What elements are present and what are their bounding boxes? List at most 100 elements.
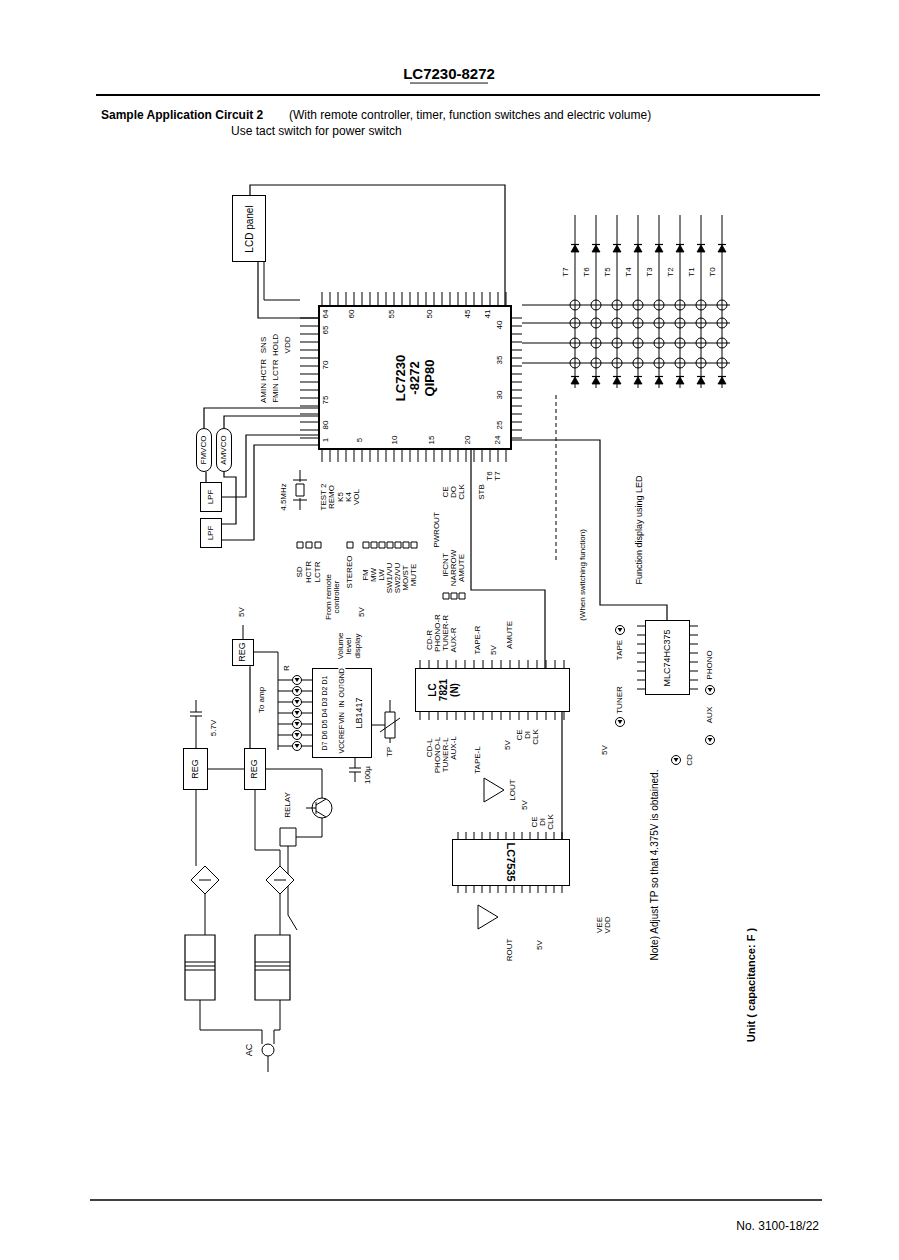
bridge-rectifier — [191, 866, 294, 894]
ic-box: FMVCO — [196, 428, 213, 472]
signal-label: REMO — [328, 484, 336, 510]
matrix-diodes — [575, 380, 722, 381]
signal-label: RELAY — [284, 791, 292, 819]
matrix-wires — [522, 215, 730, 388]
signal-label: T5 — [604, 266, 612, 277]
signal-label: CE — [531, 815, 539, 828]
signal-label: T1 — [688, 266, 696, 277]
signal-label: T6 — [486, 470, 494, 481]
chip-name: LB1417 — [355, 697, 365, 728]
signal-label: AMUTE — [506, 620, 514, 650]
pin-number: 40 — [496, 320, 504, 331]
signal-label: TUNER — [616, 685, 624, 715]
pin-number: 70 — [322, 360, 330, 371]
chip-name: AMVCO — [220, 435, 229, 464]
signal-label: 5V — [504, 739, 512, 751]
signal-label: CD-R — [426, 629, 434, 651]
signal-label: To amp — [258, 686, 266, 714]
pin-number: 30 — [496, 390, 504, 401]
ic-box: AMVCO — [216, 428, 233, 472]
signal-label: 5V — [238, 606, 246, 618]
chip-name: LC7535 — [505, 843, 517, 882]
ic-box: REG — [183, 748, 208, 790]
wire — [561, 712, 562, 839]
ic-box: REG — [232, 639, 254, 667]
pin-number: 10 — [391, 435, 399, 446]
opamp-symbol — [478, 778, 504, 929]
signal-label: AUX-L — [450, 735, 458, 761]
ic-box: LC7230 -8272 QIP80 — [318, 305, 512, 450]
capacitor-symbol — [349, 758, 361, 782]
ic-box: LC 7821 (N) — [415, 668, 570, 712]
signal-label: TUNER-L — [442, 737, 450, 774]
crystal-symbol — [293, 470, 307, 510]
chip-name: FMVCO — [200, 436, 209, 465]
signal-label: T6 — [583, 266, 591, 277]
signal-label: CD-L — [426, 738, 434, 759]
signal-label: HCTR — [305, 560, 313, 584]
ic-box: LPF — [200, 482, 222, 512]
signal-label: VDD — [284, 336, 292, 355]
page-title: LC7230-8272 — [402, 66, 496, 82]
signal-label: CLK — [532, 728, 540, 746]
chip-name: LC7230 -8272 QIP80 — [394, 349, 437, 407]
signal-label: AC — [245, 1043, 254, 1058]
pin-number: 50 — [426, 309, 434, 320]
signal-label: CLK — [547, 813, 555, 831]
ic-box: LC7535 — [452, 839, 570, 886]
signal-label: IN — [338, 700, 345, 709]
pin-number: 24 — [494, 435, 502, 446]
signal-label: ROUT — [506, 938, 514, 963]
signal-label: T7 — [562, 266, 570, 277]
signal-label: D5 — [321, 719, 328, 730]
chip-name: LCD panel — [244, 205, 255, 252]
pin-number: 65 — [322, 325, 330, 336]
signal-label: LCTR — [272, 359, 280, 382]
pin-number: 1 — [322, 437, 330, 443]
pin-number: 41 — [484, 309, 492, 320]
pin-number: 45 — [464, 309, 472, 320]
signal-label: HOLD — [272, 333, 280, 357]
signal-label: T2 — [667, 266, 675, 277]
signal-label: CE — [442, 485, 450, 498]
signal-label: VDD — [604, 916, 612, 935]
note-text: Unit ( capacitance: F ) — [746, 927, 758, 1043]
signal-label: MO/ST — [402, 564, 410, 591]
chip-name: REG — [250, 759, 260, 779]
signal-label: 5V — [601, 744, 609, 756]
signal-label: CLK — [458, 483, 466, 501]
signal-label: FMIN — [272, 382, 280, 404]
signal-label: CE — [516, 728, 524, 741]
signal-label: OUT — [338, 682, 345, 699]
ic-box: LB1417 — [312, 668, 372, 758]
page-text: No. 3100-18/22 — [735, 1220, 820, 1233]
signal-label: SW1/VU — [386, 562, 394, 595]
page-text: Use tact switch for power switch — [230, 125, 403, 138]
note-text: Note) Adjust TP so that 4.375V is obtain… — [650, 769, 661, 962]
signal-label: D3 — [321, 697, 328, 708]
signal-label: T0 — [709, 266, 717, 277]
signal-label: AMUTE — [458, 553, 466, 583]
signal-label: LCTR — [314, 561, 322, 584]
signal-label: D4 — [321, 708, 328, 719]
matrix-diodes — [575, 248, 722, 249]
relay-coil — [280, 828, 296, 846]
signal-label: T4 — [625, 266, 633, 277]
signal-label: DO — [450, 485, 458, 499]
key-switches — [575, 305, 722, 363]
signal-label: TEST 2 — [320, 483, 328, 512]
signal-label: D7 — [321, 741, 328, 752]
ic-box: REG — [244, 748, 266, 790]
signal-label: AMIN — [260, 382, 268, 404]
signal-label: PWROUT — [433, 511, 441, 549]
level-leds — [297, 680, 298, 746]
signal-label: MUTE — [410, 563, 418, 588]
chip-name: LPF — [207, 526, 216, 541]
dashed-wire — [556, 395, 557, 560]
signal-label: VCC — [338, 738, 345, 755]
